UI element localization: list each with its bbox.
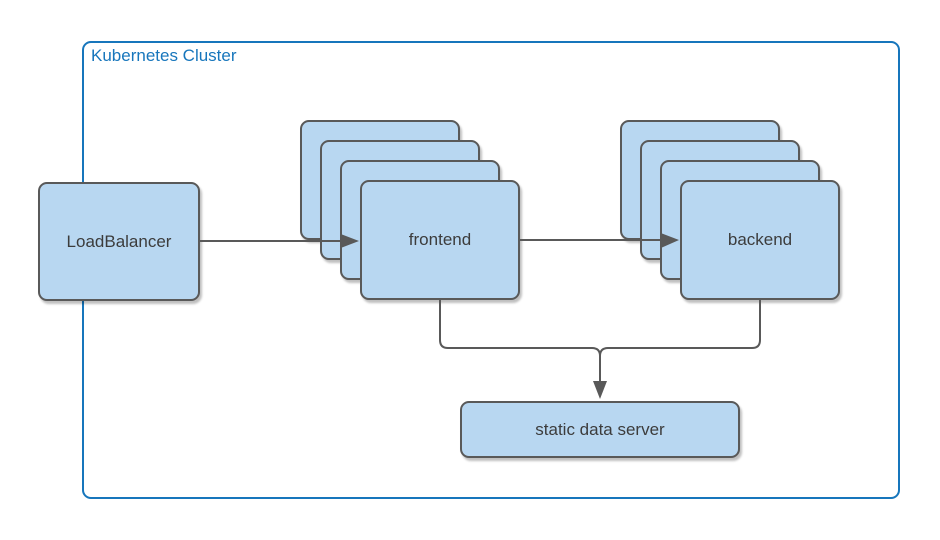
cluster-label: Kubernetes Cluster (91, 46, 237, 65)
backend-node: backend (680, 180, 840, 300)
loadbalancer-node: LoadBalancer (38, 182, 200, 301)
static-data-server-label: static data server (535, 419, 665, 439)
frontend-node: frontend (360, 180, 520, 300)
backend-label: backend (727, 230, 793, 249)
frontend-label: frontend (408, 230, 472, 249)
static-data-server-node: static data server (460, 401, 740, 458)
loadbalancer-label: LoadBalancer (66, 231, 172, 251)
